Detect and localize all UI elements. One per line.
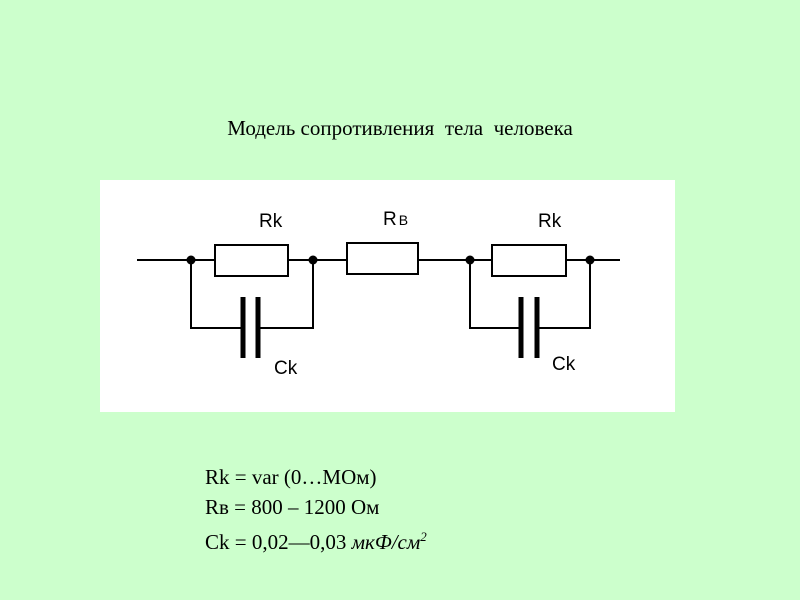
formulas: Rk = var (0…MOм) Rв = 800 – 1200 Ом Ck =…	[205, 462, 427, 557]
node	[186, 255, 196, 265]
resistor-rk-right	[491, 244, 567, 277]
label-ck-right: Ck	[552, 354, 576, 375]
capacitor-wire-right	[469, 260, 521, 329]
label-rk-left: Rk	[259, 211, 283, 232]
slide-title: Модель сопротивления тела человека	[227, 116, 573, 140]
formula-ck: Ck = 0,02—0,03 мкФ/см2	[205, 529, 427, 554]
label-rk-right: Rk	[538, 211, 562, 232]
resistor-rb	[346, 242, 419, 275]
label-ck-left: Ck	[274, 358, 298, 379]
resistor-rk-left	[214, 244, 289, 277]
capacitor-wire-left	[190, 260, 243, 329]
node	[585, 255, 595, 265]
formula-rk: Rk = var (0…MOм)	[205, 465, 377, 489]
formula-rb: Rв = 800 – 1200 Ом	[205, 495, 380, 519]
node	[465, 255, 475, 265]
node	[308, 255, 318, 265]
